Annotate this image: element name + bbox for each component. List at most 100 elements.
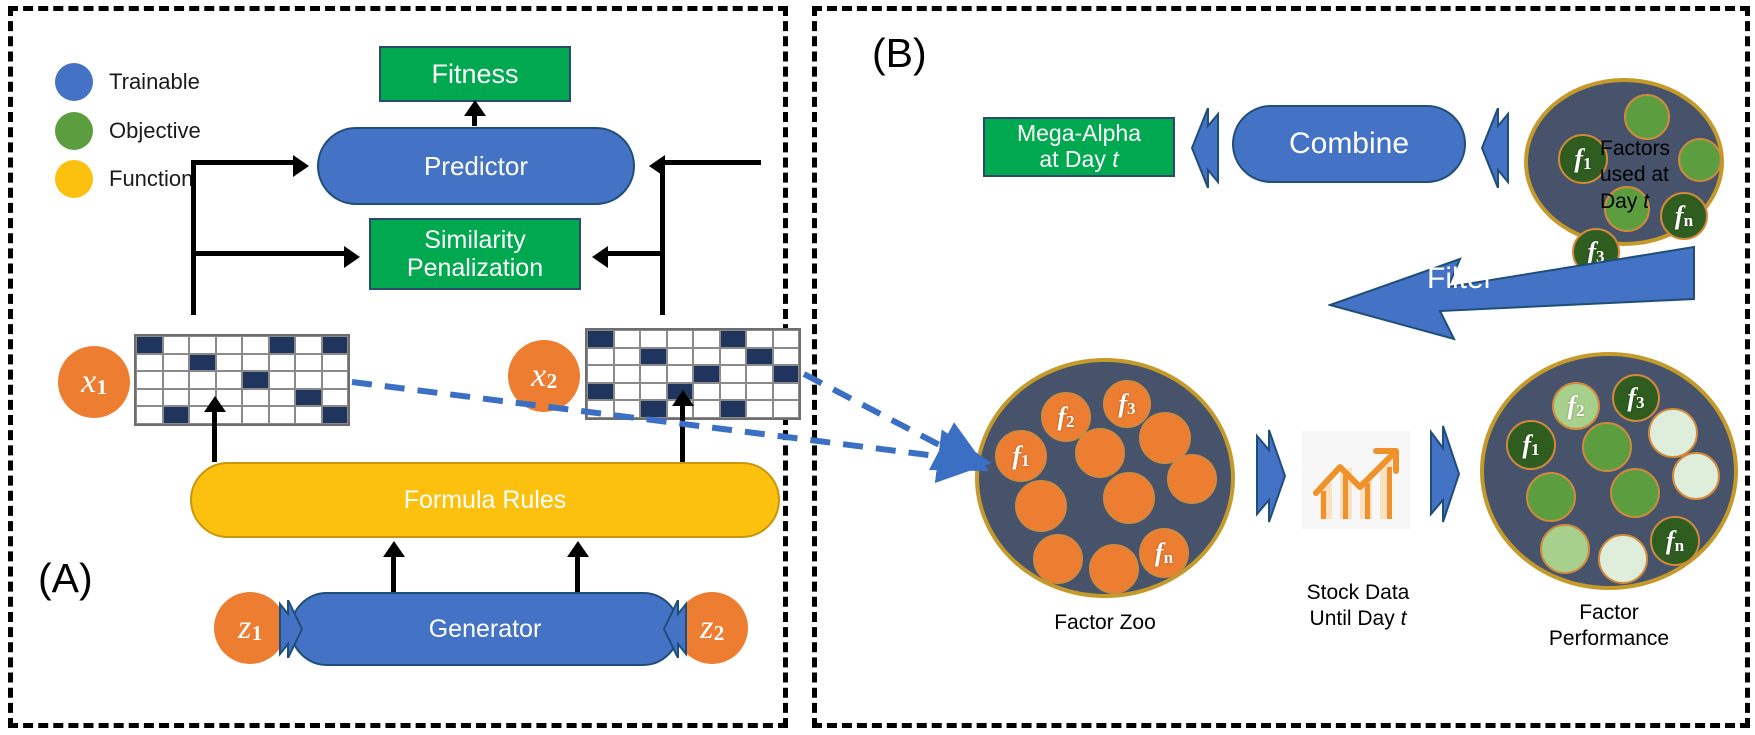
- matrix-cell: [242, 406, 269, 424]
- matrix-cell: [136, 353, 163, 372]
- legend-item-objective: Objective: [55, 112, 201, 150]
- panel-b-tag: (B): [872, 30, 927, 76]
- predictor-to-fitness-arrowhead: [464, 100, 486, 116]
- factor-ball: [1033, 534, 1083, 584]
- factor-ball: [1672, 452, 1720, 500]
- matrix-cell: [746, 330, 773, 348]
- legend-dot-function: [55, 160, 93, 198]
- matrix-cell: [242, 353, 269, 372]
- matrix-cell: [162, 336, 189, 354]
- factor-ball: [1624, 94, 1670, 140]
- legend-dot-objective: [55, 112, 93, 150]
- fitness-box: Fitness: [379, 46, 571, 102]
- matrix-cell: [587, 382, 614, 401]
- matrix-cell: [719, 365, 746, 383]
- matrix-cell: [772, 382, 799, 401]
- matrix-cell: [587, 365, 614, 383]
- matrix-cell: [242, 371, 269, 389]
- right-bus-predictor-arrowhead: [649, 155, 665, 177]
- z2-to-generator-block-arrow: [662, 600, 687, 658]
- factor-ball-base: f: [1154, 538, 1164, 567]
- filter-label: Filter: [1427, 262, 1494, 295]
- matrix-cell: [640, 330, 667, 348]
- factor-performance-caption-line-1: Factor: [1579, 601, 1639, 624]
- factor-ball-base: f: [1674, 201, 1684, 230]
- legend-label-trainable: Trainable: [109, 69, 200, 94]
- matrix-cell: [295, 336, 322, 354]
- left-bus-predictor-arrowhead: [293, 155, 309, 177]
- node-z1-sub: 1: [251, 621, 263, 646]
- matrix-cell: [772, 400, 799, 418]
- right-bus-similarity-arrowhead: [592, 246, 608, 268]
- factors-used-caption: Factors used at Day t: [1600, 136, 1670, 215]
- factor-performance-caption-line-2: Performance: [1548, 627, 1670, 651]
- matrix-cell: [215, 336, 242, 354]
- stock-data-caption-line-2: Until Day t: [1309, 607, 1407, 631]
- matrix-cell: [640, 347, 667, 366]
- matrix-cell: [640, 382, 667, 401]
- factor-ball: [1582, 422, 1632, 472]
- matrix-cell: [295, 371, 322, 389]
- factor-ball-sub: 1: [1531, 440, 1540, 460]
- legend-label-objective: Objective: [109, 118, 201, 143]
- matrix-cell: [162, 353, 189, 372]
- matrix-cell: [746, 382, 773, 401]
- legend-label-function: Function: [109, 166, 194, 191]
- factor-ball-sub: 3: [1636, 393, 1645, 413]
- matrix-cell: [242, 388, 269, 407]
- node-z2-sub: 2: [713, 621, 725, 646]
- factor-ball-base: f: [1665, 526, 1675, 555]
- factor-ball-sub: 1: [1021, 451, 1030, 471]
- node-z1-base: z: [238, 609, 252, 646]
- matrix-x2: [585, 328, 801, 420]
- formula-to-x1-arrowhead: [204, 396, 226, 412]
- matrix-cell: [719, 382, 746, 401]
- right-bus-to-predictor: [661, 160, 761, 165]
- factor-ball: [1015, 480, 1067, 532]
- factor-ball-base: f: [1522, 430, 1532, 459]
- factors-used-caption-line-1: Factors: [1600, 137, 1671, 160]
- matrix-cell: [295, 388, 322, 407]
- factor-ball: [1075, 428, 1125, 478]
- matrix-cell: [772, 347, 799, 366]
- factor-ball: [1610, 468, 1660, 518]
- left-bus-vertical: [191, 160, 196, 315]
- right-bus-to-similarity: [605, 251, 665, 256]
- node-x2-base: x: [531, 357, 547, 394]
- left-bus-to-predictor: [191, 160, 295, 165]
- matrix-cell: [136, 371, 163, 389]
- matrix-cell: [587, 400, 614, 418]
- right-bus-vertical: [660, 160, 665, 315]
- stock-data-icon: [1302, 431, 1410, 529]
- matrix-cell: [693, 365, 720, 383]
- legend-dot-trainable: [55, 63, 93, 101]
- formula-rules-pill: Formula Rules: [190, 462, 780, 538]
- stockdata-to-performance-block-arrow: [1430, 425, 1461, 523]
- stock-data-caption-line-1: Stock Data: [1306, 581, 1410, 604]
- factors-to-combine-block-arrow: [1480, 108, 1509, 188]
- matrix-cell: [613, 330, 640, 348]
- matrix-cell: [666, 347, 693, 366]
- factor-ball: [1089, 544, 1139, 594]
- matrix-cell: [136, 388, 163, 407]
- stock-data-caption: Stock Data Until Day t: [1276, 580, 1440, 633]
- formula-to-x2-arrowhead: [672, 390, 694, 406]
- matrix-cell: [613, 347, 640, 366]
- matrix-cell: [613, 365, 640, 383]
- matrix-cell: [162, 388, 189, 407]
- factor-ball: [1167, 454, 1217, 504]
- generator-to-formula-arrowhead-right: [567, 541, 589, 557]
- legend-item-trainable: Trainable: [55, 63, 200, 101]
- z1-to-generator-block-arrow: [279, 600, 304, 658]
- factor-ball-sub: 2: [1576, 401, 1585, 421]
- matrix-cell: [746, 400, 773, 418]
- matrix-cell: [693, 400, 720, 418]
- matrix-cell: [321, 353, 348, 372]
